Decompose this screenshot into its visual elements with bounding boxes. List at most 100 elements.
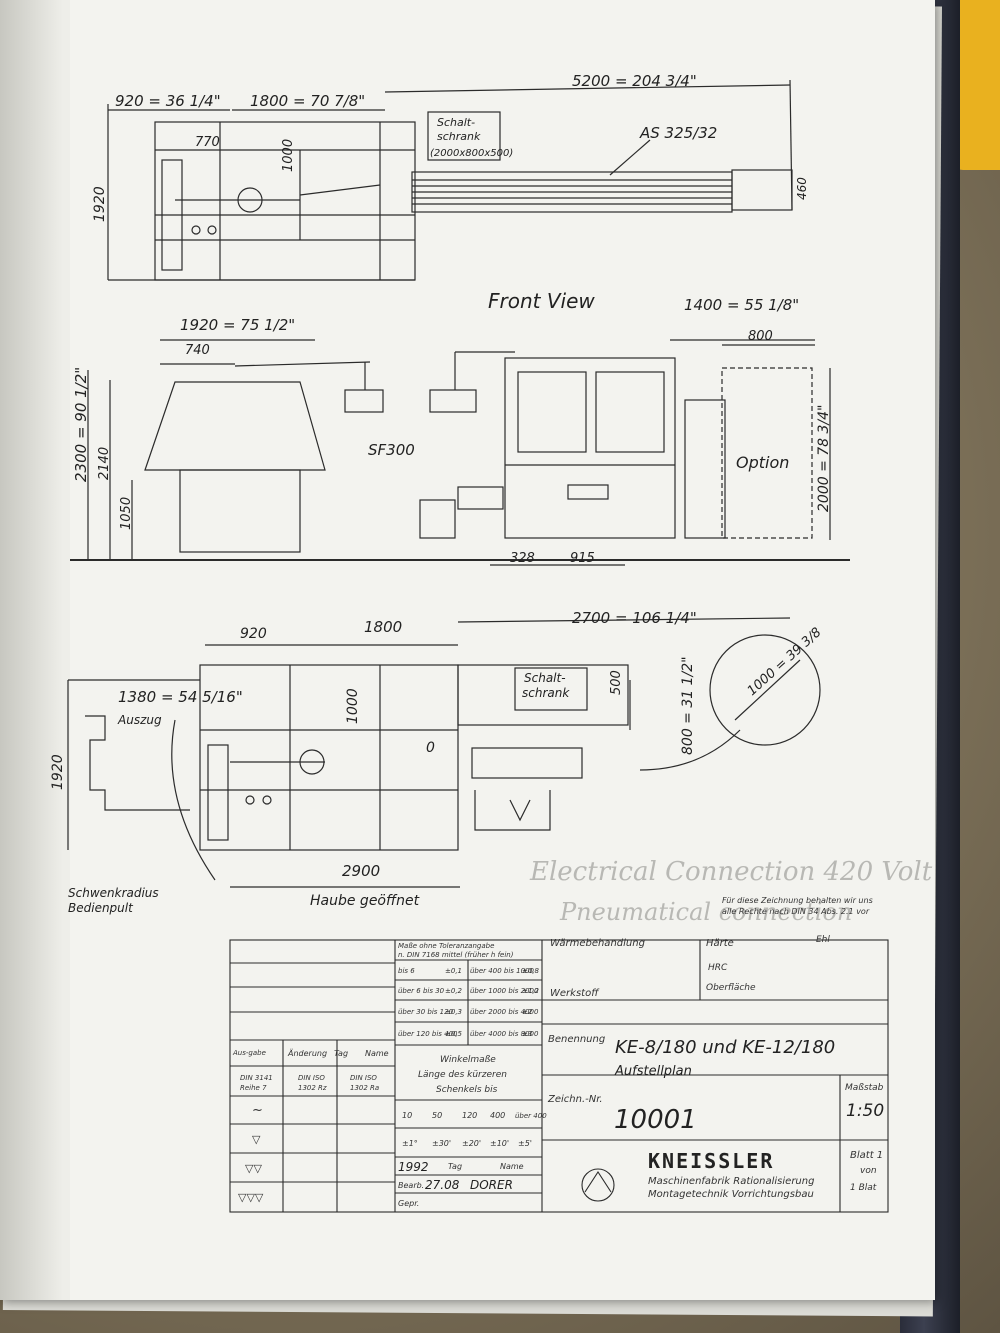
dim-1920-label: 1920 — [92, 186, 108, 222]
schwenkradius-label: Schwenkradius — [68, 886, 159, 900]
sf300-label: SF300 — [368, 441, 415, 459]
winkel-val-4: ±10' — [490, 1139, 509, 1148]
din-3-line-2: 1302 Ra — [350, 1084, 379, 1092]
dim-915-label: 915 — [570, 551, 595, 566]
haerte-label: Härte — [706, 938, 734, 949]
winkel-val-1: ±1° — [402, 1139, 418, 1148]
winkel-header-3: Schenkels bis — [436, 1085, 498, 1095]
schaltschrank-line-2: schrank — [437, 130, 481, 143]
tol-r1-c1: bis 6 — [398, 967, 415, 975]
name-label: Name — [500, 1162, 524, 1171]
aufstellplan-value: Aufstellplan — [614, 1064, 692, 1079]
dim-1920-front-label: 1920 = 75 1/2" — [180, 316, 295, 334]
haube-label: Haube geöffnet — [310, 893, 420, 909]
tol-r3-c3: über 2000 bis 4000 — [470, 1008, 539, 1016]
din-1-line-1: DIN 3141 — [240, 1074, 273, 1082]
tol-r2-c2: ±0,2 — [445, 987, 463, 995]
tol-r4-c4: ±3 — [522, 1030, 532, 1038]
ghost-text-1: Electrical Connection 420 Volt — [529, 857, 933, 887]
dim-500-label: 500 — [609, 670, 624, 695]
bearb-date-value: 27.08 — [425, 1178, 460, 1192]
surface-symbol-1: ~ — [252, 1103, 263, 1118]
din-2-line-1: DIN ISO — [298, 1074, 325, 1082]
massstab-value: 1:50 — [846, 1101, 884, 1121]
tolerance-header-1: Maße ohne Toleranzangabe — [398, 942, 494, 950]
tol-r1-c3: über 400 bis 1000 — [470, 967, 534, 975]
bar-loader-label: AS 325/32 — [639, 124, 717, 142]
ghost-text-2: Pneumatical connection — [559, 898, 852, 926]
winkel-len-4: 400 — [490, 1111, 505, 1120]
din-2-line-2: 1302 Rz — [298, 1084, 327, 1092]
winkel-len-5: über 400 — [515, 1112, 547, 1120]
dim-2140-label: 2140 — [97, 447, 112, 480]
tol-r4-c1: über 120 bis 400 — [398, 1030, 458, 1038]
tol-r4-c2: ±0,5 — [445, 1030, 463, 1038]
surface-symbol-2: ▽ — [252, 1133, 261, 1146]
tol-r4-c3: über 4000 bis 8000 — [470, 1030, 539, 1038]
tol-r3-c2: ±0,3 — [445, 1008, 462, 1016]
dim-1920-label-2: 1920 — [50, 754, 66, 790]
tol-r2-c3: über 1000 bis 2000 — [470, 987, 539, 995]
dim-800-label-2: 800 = 31 1/2" — [680, 656, 696, 755]
schaltschrank-2-line-2: schrank — [522, 686, 570, 700]
waermebehandlung-label: Wärmebehandlung — [550, 938, 645, 949]
tol-r1-c4: ±0,8 — [522, 967, 540, 975]
dim-1800-label: 1800 = 70 7/8" — [250, 92, 365, 110]
dim-1800-label-2: 1800 — [364, 618, 402, 636]
dim-800-front-label: 800 — [748, 329, 773, 344]
dim-920-label: 920 = 36 1/4" — [115, 92, 221, 110]
blatt-line-2: von — [860, 1166, 877, 1176]
bedienpult-label: Bedienpult — [68, 901, 134, 915]
tag-label: Tag — [448, 1162, 462, 1171]
winkel-val-5: ±5' — [518, 1139, 532, 1148]
rights-line-1: Für diese Zeichnung behalten wir uns — [722, 896, 873, 905]
dim-2000-label: 2000 = 78 3/4" — [816, 405, 832, 513]
dim-2900-label: 2900 — [342, 862, 380, 880]
winkel-header-2: Länge des kürzeren — [418, 1070, 507, 1080]
winkel-header-1: Winkelmaße — [440, 1055, 496, 1065]
schaltschrank-line-1: Schalt- — [437, 116, 475, 129]
din-1-line-2: Reihe 7 — [240, 1084, 267, 1092]
winkel-val-2: ±30' — [432, 1139, 451, 1148]
schaltschrank-2-line-1: Schalt- — [524, 671, 566, 685]
dim-2300-label: 2300 = 90 1/2" — [72, 367, 90, 482]
company-line-1: Maschinenfabrik Rationalisierung — [648, 1176, 814, 1187]
dim-328-label: 328 — [510, 551, 535, 566]
front-view-title: Front View — [488, 289, 595, 313]
tol-r2-c4: ±1,2 — [522, 987, 540, 995]
werkstoff-label: Werkstoff — [550, 988, 600, 999]
top-view-2 — [67, 617, 821, 888]
company-line-2: Montagetechnik Vorrichtungsbau — [648, 1189, 814, 1200]
winkel-len-1: 10 — [402, 1111, 412, 1120]
surface-symbol-3: ▽▽ — [245, 1162, 262, 1175]
dim-5200-label: 5200 = 204 3/4" — [572, 72, 697, 90]
dim-2700-label: 2700 = 106 1/4" — [572, 609, 697, 627]
title-block-grid — [229, 939, 889, 1213]
tol-r3-c1: über 30 bis 120 — [398, 1008, 454, 1016]
dim-1400-label: 1400 = 55 1/8" — [684, 296, 799, 314]
change-label-ausgabe: Aus-gabe — [232, 1049, 266, 1057]
benennung-value: KE-8/180 und KE-12/180 — [615, 1037, 835, 1058]
zeichn-nr-value: 10001 — [614, 1105, 697, 1135]
front-view — [70, 339, 850, 566]
option-label: Option — [736, 453, 789, 472]
dim-1050-label: 1050 — [119, 497, 134, 530]
dim-1000-label-2: 1000 — [345, 688, 361, 724]
change-label-tag: Tag — [334, 1049, 348, 1058]
origin-zero-label: 0 — [426, 740, 435, 756]
drawing-sheet — [0, 0, 935, 1300]
ehl-label: Ehl — [816, 935, 830, 945]
change-label-name: Name — [365, 1049, 389, 1058]
dim-1380-label: 1380 = 54 5/16" — [118, 688, 243, 706]
dim-770-label: 770 — [195, 135, 220, 150]
dim-1000-label: 1000 — [281, 139, 296, 172]
din-3-line-1: DIN ISO — [350, 1074, 377, 1082]
schaltschrank-line-3: (2000x800x500) — [430, 148, 513, 159]
bearb-label: Bearb. — [398, 1181, 424, 1190]
dim-460-label: 460 — [795, 177, 809, 200]
oberflaeche-label: Oberfläche — [706, 983, 756, 993]
winkel-len-3: 120 — [462, 1111, 477, 1120]
top-view-1 — [107, 79, 793, 281]
gepr-label: Gepr. — [398, 1199, 419, 1208]
page-fold-shadow — [0, 0, 70, 1300]
